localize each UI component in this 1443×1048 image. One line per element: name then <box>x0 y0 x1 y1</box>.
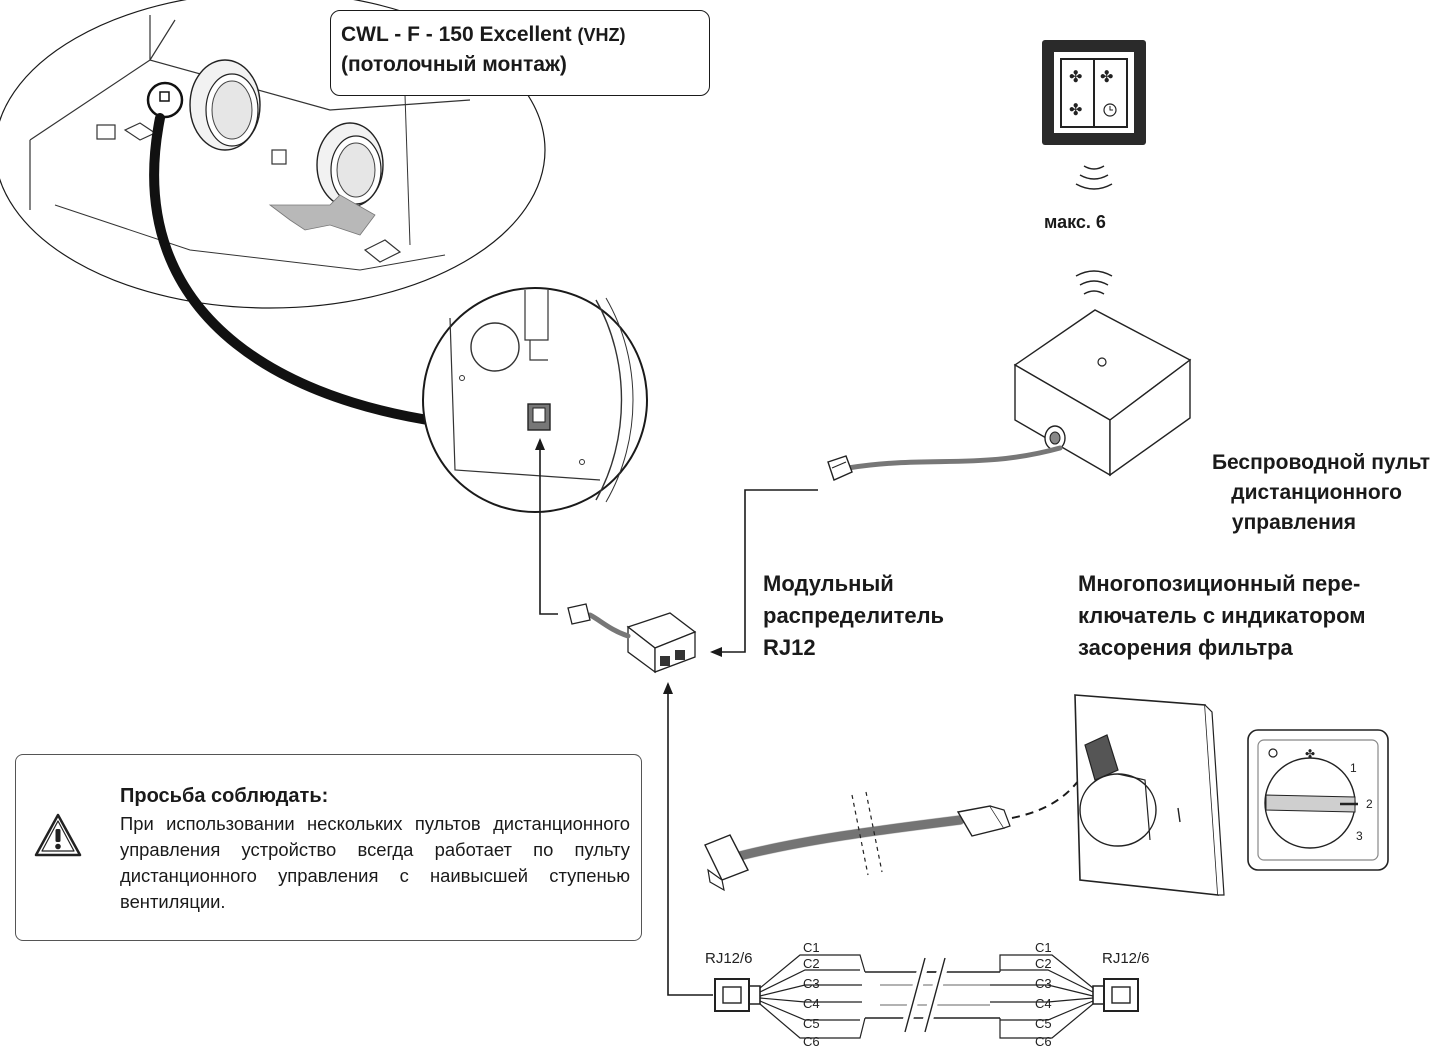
unit-model-name: CWL - F - 150 Excellent <box>341 23 572 46</box>
svg-text:✤: ✤ <box>1100 67 1113 86</box>
duct-ring-left <box>189 59 261 151</box>
cable-pinout <box>714 954 1139 1039</box>
switch-cable-plug-left <box>704 834 749 892</box>
warning-triangle-icon <box>34 813 82 857</box>
receiver-to-splitter-line <box>710 489 818 657</box>
switch-position-labels: 1 2 3 <box>1350 761 1373 843</box>
wire-label-right-c5: C5 <box>1035 1016 1052 1031</box>
max-remotes-label: макс. 6 <box>1044 212 1106 232</box>
unit-variant: (VHZ) <box>577 25 626 45</box>
warning-note: Просьба соблюдать: При использовании нес… <box>15 754 642 941</box>
unit-title-line1: CWL - F - 150 Excellent (VHZ) <box>341 20 699 50</box>
wire-label-left-c1: C1 <box>803 940 820 955</box>
svg-text:✤: ✤ <box>1069 100 1082 119</box>
signal-waves-top <box>1075 165 1113 190</box>
splitter-to-socket-line <box>535 438 558 615</box>
unit-title-box: CWL - F - 150 Excellent (VHZ) (потолочны… <box>330 10 710 96</box>
wire-label-right-c3: C3 <box>1035 976 1052 991</box>
switch-cable-plug-right <box>956 805 1011 837</box>
switch-position-2: 2 <box>1366 797 1373 811</box>
wire-label-right-c2: C2 <box>1035 956 1052 971</box>
plug-insert-arrow <box>1011 769 1087 819</box>
splitter-label-line3: RJ12 <box>763 635 816 660</box>
splitter-label: Модульный распределитель RJ12 <box>763 568 944 664</box>
wire-label-right-c6: C6 <box>1035 1034 1052 1048</box>
wireless-receiver-box <box>1013 309 1192 477</box>
pinout-labels: RJ12/6 RJ12/6 C1 C2 C3 C4 C5 C6 C1 C2 C3… <box>705 940 1150 1048</box>
note-title: Просьба соблюдать: <box>120 785 329 807</box>
signal-waves-receiver <box>1075 270 1113 295</box>
unit-mounting-type: (потолочный монтаж) <box>341 53 567 76</box>
multi-position-switch-back <box>1074 694 1225 896</box>
splitter-label-line1: Модульный <box>763 571 894 596</box>
wire-label-left-c3: C3 <box>803 976 820 991</box>
svg-text:✤: ✤ <box>1069 67 1082 86</box>
cable-to-splitter-line <box>663 682 713 996</box>
wireless-remote-label-line1: Беспроводной пульт <box>1211 451 1430 474</box>
rj12-socket-detail <box>422 287 648 513</box>
note-body: При использовании нескольких пультов дис… <box>120 813 630 912</box>
switch-label-line2: ключатель с индикатором <box>1078 603 1366 628</box>
wire-label-left-c2: C2 <box>803 956 820 971</box>
receiver-plug <box>827 455 853 481</box>
switch-position-1: 1 <box>1350 761 1357 775</box>
rj12-splitter <box>626 612 697 674</box>
wire-label-right-c1: C1 <box>1035 940 1052 955</box>
wire-label-right-c4: C4 <box>1035 996 1052 1011</box>
wireless-remote-label: Беспроводной пульт дистанционного управл… <box>1130 448 1430 538</box>
splitter-cable <box>587 612 631 639</box>
duct-ring-right <box>316 122 384 208</box>
switch-label-line1: Многопозиционный пере- <box>1078 571 1361 596</box>
right-connector-label: RJ12/6 <box>1102 950 1150 967</box>
wireless-remote-label-line3: управления <box>1231 511 1356 534</box>
multi-position-switch-front: ✤ <box>1247 729 1389 871</box>
switch-position-3: 3 <box>1356 829 1363 843</box>
switch-label: Многопозиционный пере- ключатель с индик… <box>1078 568 1366 664</box>
wireless-remote-label-line2: дистанционного <box>1231 481 1402 504</box>
wire-label-left-c4: C4 <box>803 996 820 1011</box>
left-connector-label: RJ12/6 <box>705 950 753 967</box>
wire-label-left-c5: C5 <box>803 1016 820 1031</box>
switch-label-line3: засорения фильтра <box>1078 635 1293 660</box>
svg-text:✤: ✤ <box>1305 747 1315 761</box>
switch-cable <box>727 791 965 876</box>
splitter-plug <box>567 603 591 625</box>
wire-label-left-c6: C6 <box>803 1034 820 1048</box>
splitter-label-line2: распределитель <box>763 603 945 628</box>
receiver-cable <box>845 445 1063 471</box>
wireless-remote-control: ✤ ✤ ✤ <box>1042 40 1146 145</box>
